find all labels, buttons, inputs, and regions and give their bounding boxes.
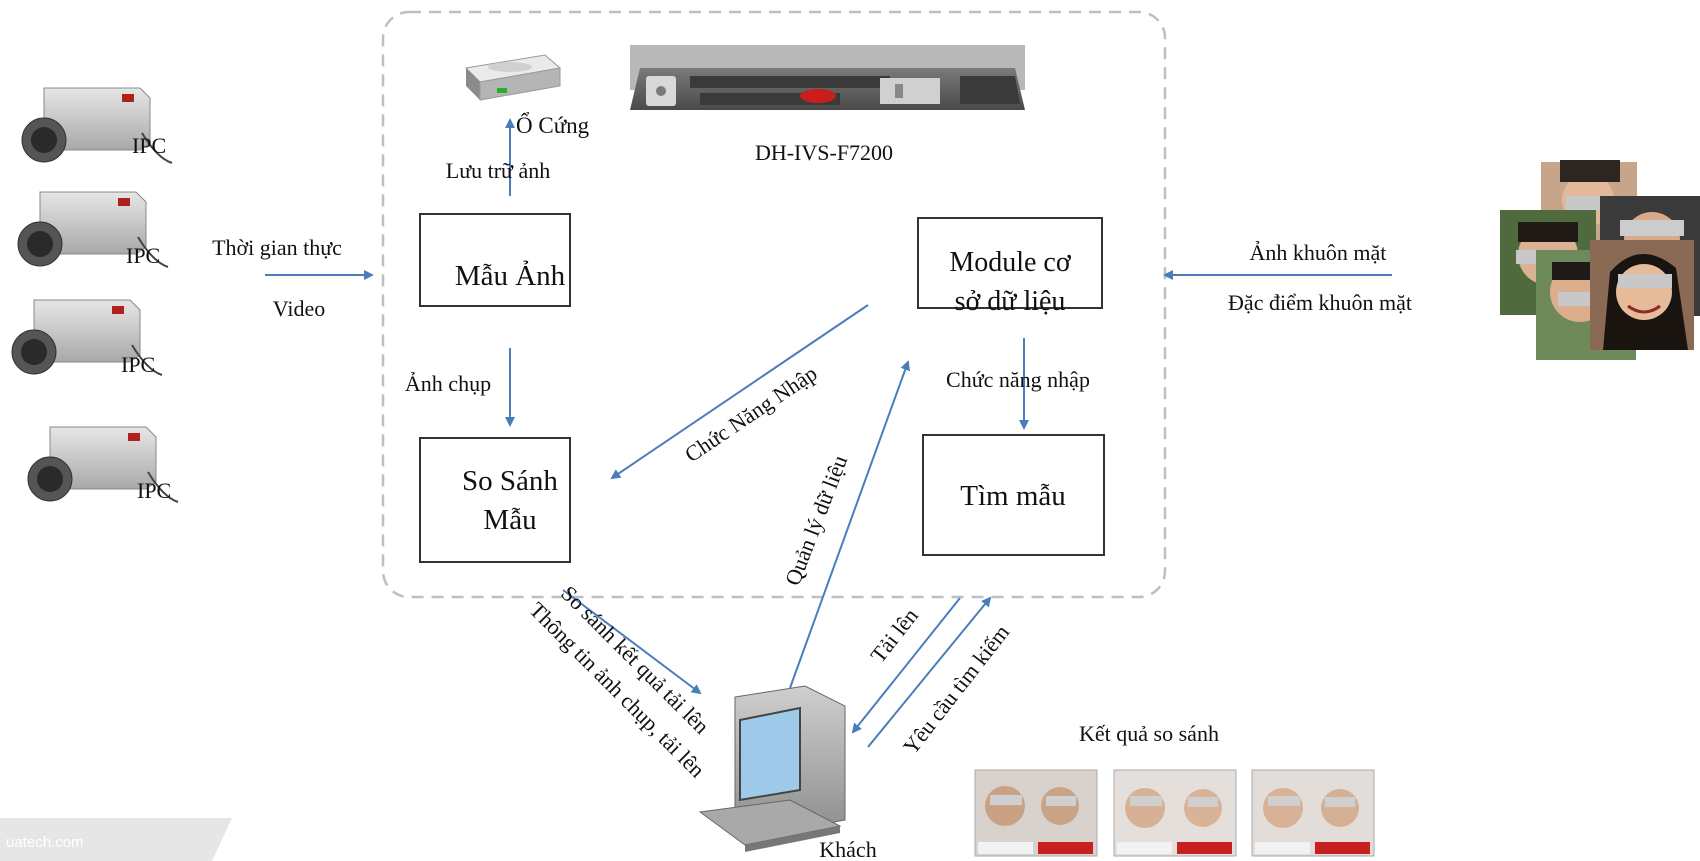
- device-model-label: DH-IVS-F7200: [755, 140, 893, 165]
- camera-1: [21, 87, 173, 164]
- camera-2: [17, 191, 169, 268]
- video-label: Video: [273, 296, 325, 321]
- face-image-label: Ảnh khuôn mặt: [1250, 240, 1387, 265]
- result-image-2: [1113, 769, 1237, 857]
- tim-mau-label: Tìm mẫu: [960, 480, 1066, 512]
- data-management-label: Quản lý dữ liệu: [780, 452, 853, 589]
- so-sanh-label-line2: Mẫu: [483, 504, 536, 536]
- results-label: Kết quả so sánh: [1079, 721, 1219, 746]
- import-diag-label: Chức Năng Nhập: [680, 360, 821, 467]
- camera-1-label: IPC: [132, 133, 166, 158]
- client-label: Khách: [819, 837, 876, 861]
- watermark-text: uatech.com: [6, 834, 84, 851]
- arrow-data-management: [789, 360, 910, 689]
- module-label-line2: sở dữ liệu: [955, 286, 1066, 317]
- arrow-compare-upload: [562, 589, 702, 695]
- import-label: Chức năng nhập: [946, 367, 1090, 392]
- module-box: [917, 217, 1103, 309]
- arrow-search-request: [867, 596, 992, 748]
- camera-4: [27, 426, 179, 503]
- store-images-label: Lưu trữ ảnh: [446, 158, 551, 183]
- face-features-label: Đặc điểm khuôn mặt: [1228, 290, 1412, 315]
- realtime-label: Thời gian thực: [212, 235, 342, 260]
- face-photos-collage: [1500, 160, 1700, 360]
- arrow-upload: [851, 597, 961, 734]
- arrow-import-diag: [610, 304, 869, 480]
- so-sanh-label-line1: So Sánh: [462, 465, 558, 497]
- camera-2-label: IPC: [126, 243, 160, 268]
- upload-label: Tải lên: [865, 603, 923, 667]
- snapshot-label: Ảnh chụp: [405, 371, 491, 396]
- server-boundary: [381, 10, 1167, 599]
- client-computer-icon: [698, 685, 846, 852]
- watermark-banner: [0, 818, 232, 861]
- result-image-1: [974, 769, 1098, 857]
- mau-anh-box: [419, 213, 571, 307]
- module-label-line1: Module cơ: [949, 247, 1072, 278]
- camera-3-label: IPC: [121, 352, 155, 377]
- server-device: [630, 45, 1025, 110]
- storage-label: Ổ Cứng: [516, 112, 590, 138]
- so-sanh-box: [419, 437, 571, 563]
- result-image-3: [1251, 769, 1375, 857]
- camera-3: [11, 299, 163, 376]
- hard-drive-icon: [464, 54, 562, 101]
- mau-anh-label: Mẫu Ảnh: [455, 260, 566, 292]
- camera-4-label: IPC: [137, 478, 171, 503]
- tim-mau-box: [922, 434, 1105, 556]
